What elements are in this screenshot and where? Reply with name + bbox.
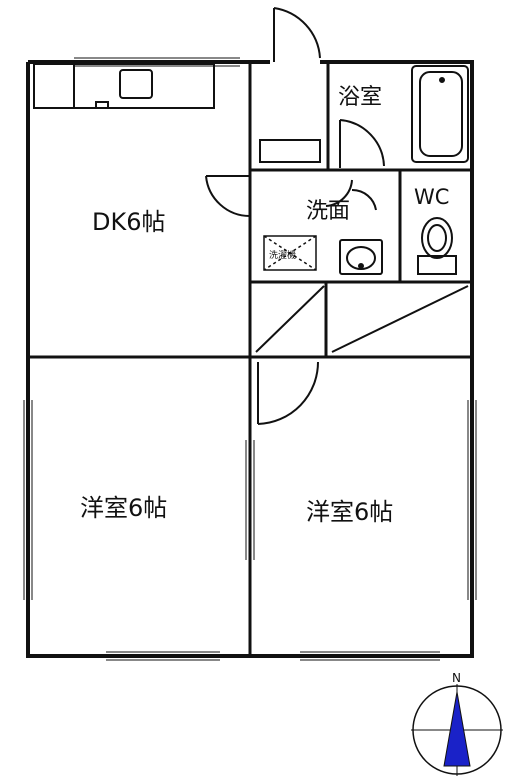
window-marks [23,57,477,661]
north-compass-icon: N [411,671,503,776]
washer-space [263,235,317,271]
fixture-label-washer: 洗濯機 [269,249,296,261]
shoe-closet [259,139,321,163]
room-label-western-left: 洋室6帖 [80,494,167,522]
room-label-western-right: 洋室6帖 [306,498,393,526]
room-label-wc: WC [414,185,449,209]
toilet [417,217,457,275]
room-label-dk: DK6帖 [92,208,166,236]
bathtub [411,65,469,163]
kitchen-counter [33,63,215,109]
room-label-bath: 浴室 [338,85,382,110]
western-room-door [257,361,319,425]
hall-closet-doors [255,285,469,353]
dk-door [205,175,251,218]
entrance-door [273,7,321,62]
room-label-washroom: 洗面 [306,199,350,224]
bath-door [339,119,385,168]
interior-walls [28,62,472,656]
compass-north-label: N [452,671,461,685]
wash-basin [339,239,383,275]
washroom-door [325,179,377,211]
